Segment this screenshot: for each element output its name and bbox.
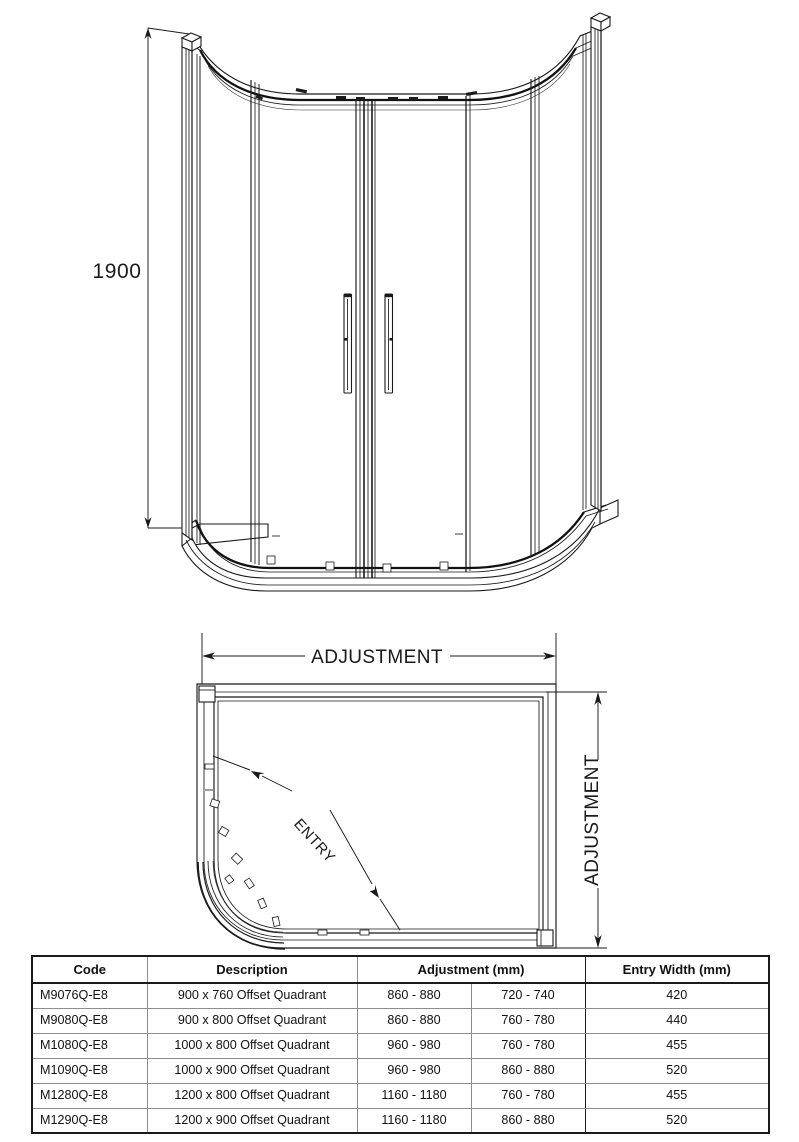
cell-entry-width: 455 <box>584 1082 770 1109</box>
cell-entry-width: 420 <box>584 982 770 1009</box>
right-wall-post <box>582 12 612 512</box>
technical-drawing-svg: 1900 <box>92 12 619 950</box>
plan-track-fittings <box>204 763 370 936</box>
cell-code: M1080Q-E8 <box>31 1032 148 1059</box>
cell-adjustment-1: 960 - 980 <box>356 1057 472 1084</box>
cell-code: M1290Q-E8 <box>31 1107 148 1134</box>
plan-corner-blocks <box>198 685 554 947</box>
cell-entry-width: 520 <box>584 1057 770 1084</box>
table-row: M9076Q-E8 900 x 760 Offset Quadrant 860 … <box>31 982 770 1009</box>
cell-adjustment-2: 720 - 740 <box>470 982 586 1009</box>
entry-label: ENTRY <box>290 816 338 867</box>
plan-side-adjustment-label: ADJUSTMENT <box>582 754 603 886</box>
shower-tray <box>181 499 619 592</box>
bottom-guide-blocks <box>266 533 463 573</box>
door-handle-right[interactable] <box>384 293 394 394</box>
header-entry-width: Entry Width (mm) <box>584 955 770 984</box>
plan-tray-outline <box>196 683 557 949</box>
elevation-view: 1900 <box>92 12 619 592</box>
cell-code: M1090Q-E8 <box>31 1057 148 1084</box>
right-fixed-panel <box>465 76 540 572</box>
table-row: M9080Q-E8 900 x 800 Offset Quadrant 860 … <box>31 1007 770 1034</box>
cell-adjustment-2: 860 - 880 <box>470 1057 586 1084</box>
plan-top-adjustment-label: ADJUSTMENT <box>311 647 443 668</box>
centre-meeting-stile <box>363 100 373 578</box>
header-adjustment: Adjustment (mm) <box>356 955 586 984</box>
entry-arrow-dimension <box>212 755 401 931</box>
header-description: Description <box>146 955 358 984</box>
cell-adjustment-1: 1160 - 1180 <box>356 1107 472 1134</box>
cell-adjustment-2: 760 - 780 <box>470 1007 586 1034</box>
cell-description: 900 x 760 Offset Quadrant <box>146 982 358 1009</box>
cell-entry-width: 440 <box>584 1007 770 1034</box>
height-dimension-1900 <box>144 27 200 529</box>
cell-description: 1200 x 900 Offset Quadrant <box>146 1107 358 1134</box>
cell-code: M9076Q-E8 <box>31 982 148 1009</box>
cell-code: M1280Q-E8 <box>31 1082 148 1109</box>
cell-adjustment-2: 760 - 780 <box>470 1082 586 1109</box>
plan-side-adjustment-dimension <box>546 691 607 949</box>
cell-adjustment-1: 860 - 880 <box>356 1007 472 1034</box>
cell-code: M9080Q-E8 <box>31 1007 148 1034</box>
cell-adjustment-2: 860 - 880 <box>470 1107 586 1134</box>
header-code: Code <box>31 955 148 984</box>
table-header-row: Code Description Adjustment (mm) Entry W… <box>31 955 770 984</box>
plan-curved-track <box>197 860 286 950</box>
cell-entry-width: 520 <box>584 1107 770 1134</box>
table-row: M1080Q-E8 1000 x 800 Offset Quadrant 960… <box>31 1032 770 1059</box>
left-sliding-door <box>258 84 361 578</box>
table-body: M9076Q-E8 900 x 760 Offset Quadrant 860 … <box>31 982 770 1134</box>
left-fixed-panel <box>199 56 260 565</box>
cell-description: 1000 x 800 Offset Quadrant <box>146 1032 358 1059</box>
door-handle-left[interactable] <box>343 293 353 394</box>
height-dimension-label: 1900 <box>92 260 141 283</box>
left-wall-post <box>180 32 203 545</box>
cell-description: 1200 x 800 Offset Quadrant <box>146 1082 358 1109</box>
cell-adjustment-1: 1160 - 1180 <box>356 1082 472 1109</box>
cell-adjustment-2: 760 - 780 <box>470 1032 586 1059</box>
plan-view: ADJUSTMENT ADJUSTMENT <box>196 633 607 950</box>
cell-adjustment-1: 860 - 880 <box>356 982 472 1009</box>
table-row: M1090Q-E8 1000 x 900 Offset Quadrant 960… <box>31 1057 770 1084</box>
plan-enclosure-inner <box>203 691 549 941</box>
cell-description: 1000 x 900 Offset Quadrant <box>146 1057 358 1084</box>
specification-table-wrapper: Code Description Adjustment (mm) Entry W… <box>31 955 771 1134</box>
plan-glass-footprint <box>213 696 544 934</box>
plan-top-adjustment-dimension <box>201 633 557 684</box>
cell-entry-width: 455 <box>584 1032 770 1059</box>
cell-adjustment-1: 960 - 980 <box>356 1032 472 1059</box>
specification-table: Code Description Adjustment (mm) Entry W… <box>31 955 771 1134</box>
table-row: M1290Q-E8 1200 x 900 Offset Quadrant 116… <box>31 1107 770 1134</box>
cell-description: 900 x 800 Offset Quadrant <box>146 1007 358 1034</box>
table-row: M1280Q-E8 1200 x 800 Offset Quadrant 116… <box>31 1082 770 1109</box>
